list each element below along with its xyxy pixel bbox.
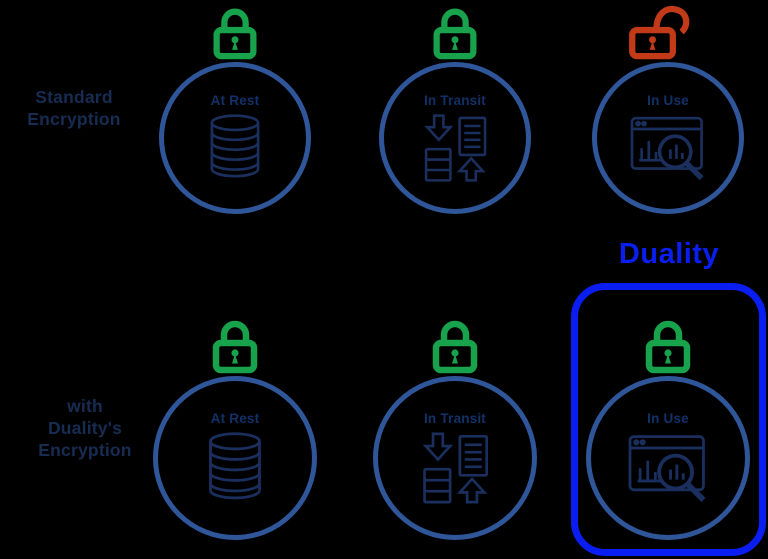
row2-label-line2: Duality's <box>47 418 123 438</box>
state-label: In Use <box>647 411 689 426</box>
state-label: At Rest <box>210 93 260 108</box>
at-rest-circle: At Rest <box>159 62 311 214</box>
closed-lock-icon <box>204 0 266 61</box>
standard-in-transit-item: In Transit <box>363 0 547 214</box>
at-rest-circle: At Rest <box>153 376 317 540</box>
state-label: In Use <box>647 93 689 108</box>
data-analysis-icon <box>626 111 710 183</box>
in-transit-circle: In Transit <box>373 376 537 540</box>
state-label: In Transit <box>423 93 486 108</box>
data-analysis-icon <box>624 429 712 505</box>
database-icon <box>200 429 270 505</box>
closed-lock-icon <box>203 314 267 375</box>
duality-callout-title: Duality <box>618 238 720 270</box>
row2-label: with Duality's Encryption <box>10 395 160 461</box>
closed-lock-icon <box>636 314 700 375</box>
duality-in-use-item: In Use <box>576 314 760 540</box>
standard-in-use-item: In Use <box>576 0 760 214</box>
state-label: In Transit <box>423 411 486 426</box>
standard-at-rest-item: At Rest <box>143 0 327 214</box>
row1-label-line2: Encryption <box>27 109 121 129</box>
closed-lock-icon <box>424 0 486 61</box>
data-transfer-icon <box>416 429 494 507</box>
closed-lock-icon <box>423 314 487 375</box>
duality-at-rest-item: At Rest <box>143 314 327 540</box>
state-label: At Rest <box>210 411 260 426</box>
database-icon <box>202 111 268 183</box>
duality-in-transit-item: In Transit <box>363 314 547 540</box>
open-lock-icon <box>625 0 711 61</box>
duality-highlight-box <box>571 283 766 556</box>
row2-label-line1: with <box>67 396 103 416</box>
row1-label: Standard Encryption <box>6 86 142 130</box>
in-use-circle: In Use <box>592 62 744 214</box>
in-transit-circle: In Transit <box>379 62 531 214</box>
row1-label-line1: Standard <box>35 87 113 107</box>
in-use-circle: In Use <box>586 376 750 540</box>
data-transfer-icon <box>418 111 492 185</box>
row2-label-line3: Encryption <box>38 440 132 460</box>
